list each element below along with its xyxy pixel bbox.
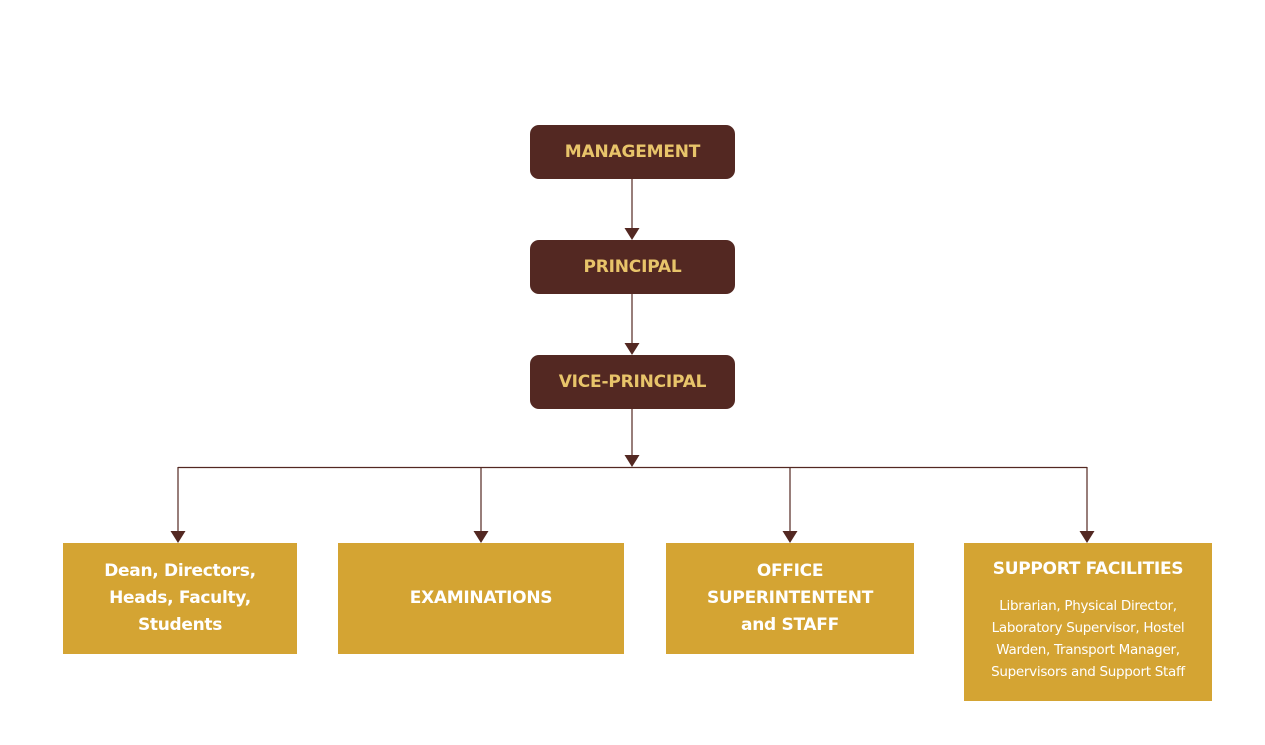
vice-principal-box: VICE-PRINCIPAL <box>530 355 735 409</box>
management-label: MANAGEMENT <box>564 142 701 162</box>
principal-label: PRINCIPAL <box>583 257 682 277</box>
examinations-box: EXAMINATIONS <box>338 543 624 654</box>
arrowhead-support <box>1079 531 1095 543</box>
dean-directors-label: Dean, Directors, Heads, Faculty, Student… <box>104 561 256 635</box>
arrowhead-branch <box>624 455 640 467</box>
support-facilities-details: Librarian, Physical Director, Laboratory… <box>991 597 1185 680</box>
management-box: MANAGEMENT <box>530 125 735 179</box>
principal-box: PRINCIPAL <box>530 240 735 294</box>
office-superintendent-box: OFFICE SUPERINTENTENT and STAFF <box>666 543 914 654</box>
office-superintendent-label: OFFICE SUPERINTENTENT and STAFF <box>706 561 874 635</box>
dean-directors-box: Dean, Directors, Heads, Faculty, Student… <box>63 543 297 654</box>
examinations-label: EXAMINATIONS <box>409 588 553 608</box>
arrowhead-office <box>782 531 798 543</box>
arrowhead-principal <box>624 228 640 240</box>
arrowhead-dean <box>170 531 186 543</box>
arrowhead-examinations <box>473 531 489 543</box>
arrowhead-vice-principal <box>624 343 640 355</box>
vice-principal-label: VICE-PRINCIPAL <box>558 372 707 392</box>
support-facilities-label: SUPPORT FACILITIES <box>992 558 1184 579</box>
support-facilities-box: SUPPORT FACILITIES Librarian, Physical D… <box>964 543 1212 701</box>
